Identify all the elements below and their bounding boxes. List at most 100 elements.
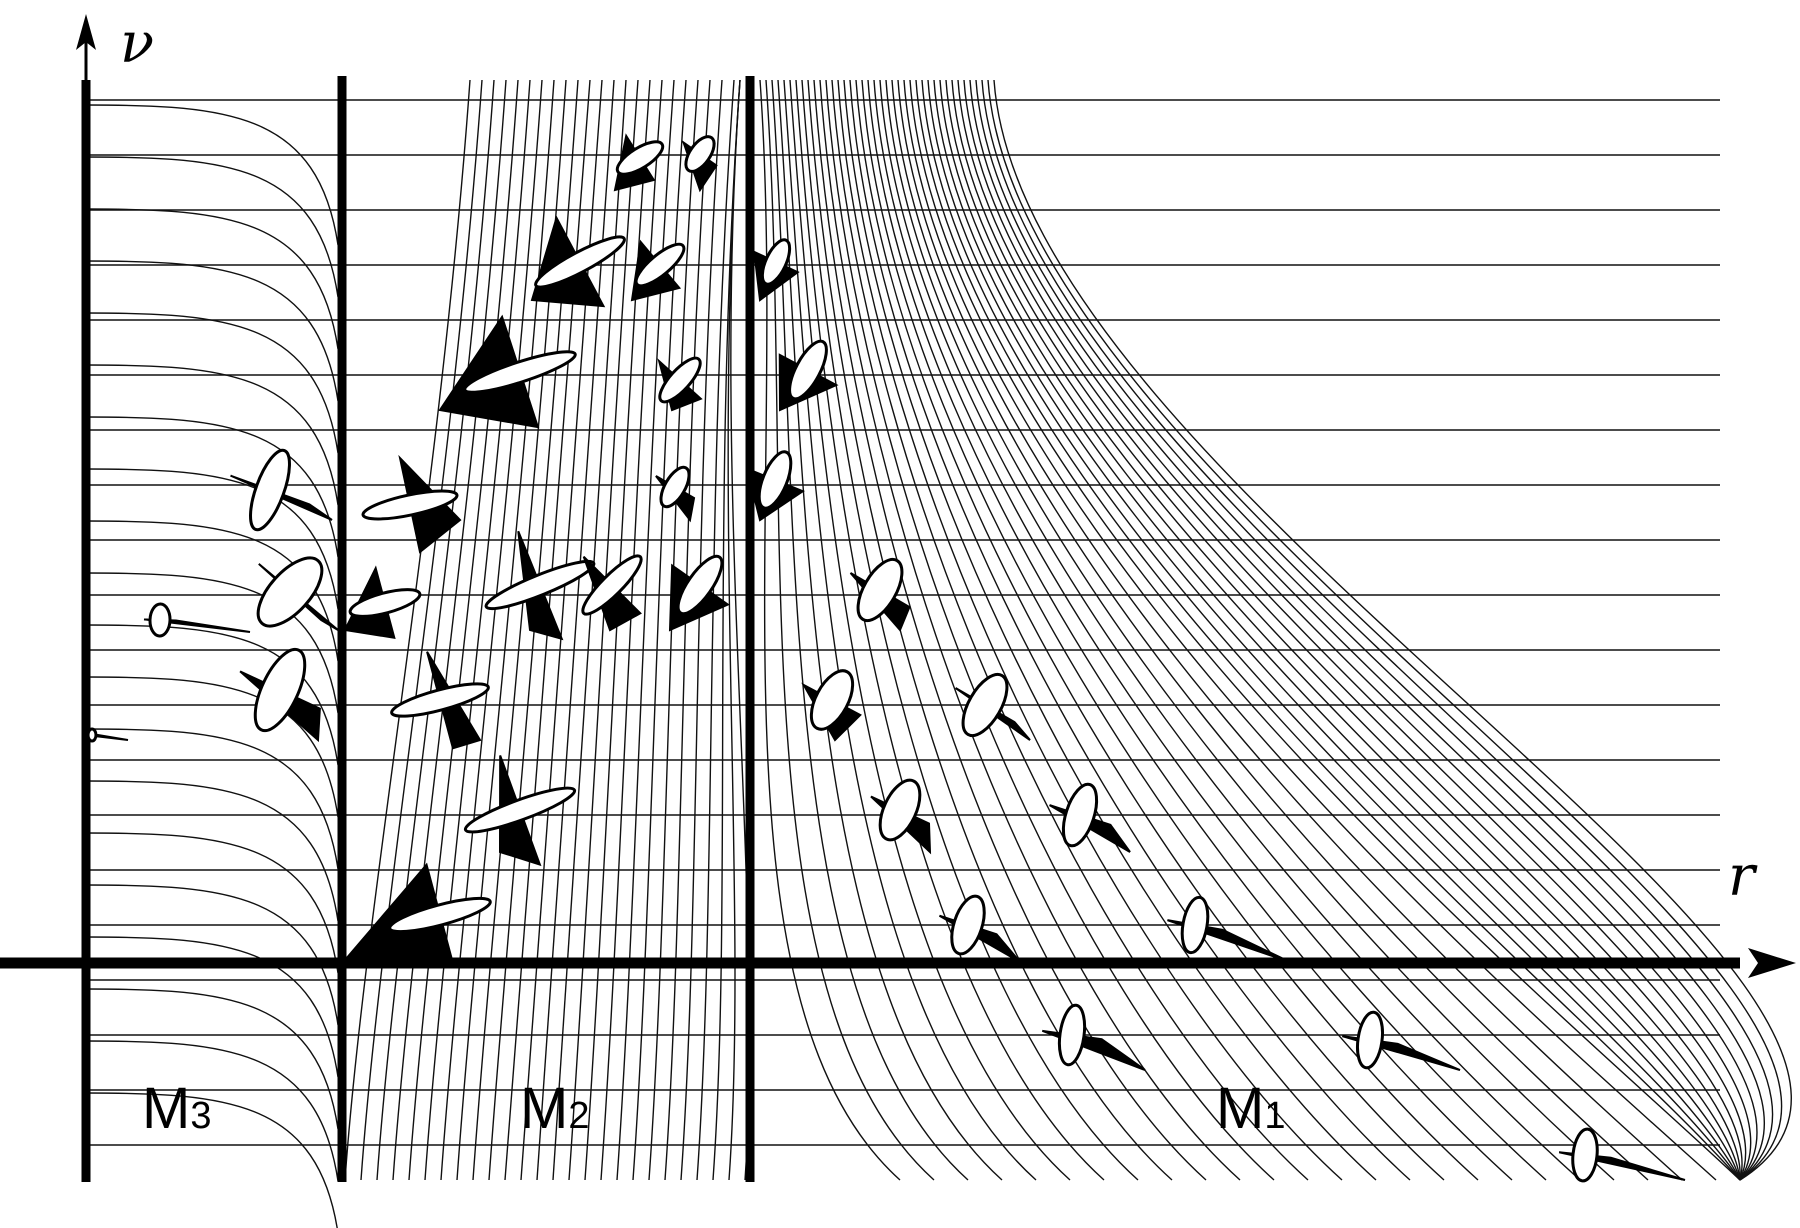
light-cone	[85, 727, 129, 743]
light-cone	[390, 651, 490, 750]
flow-curve-m1	[987, 79, 1783, 1181]
flow-curve-m1	[825, 79, 1275, 1181]
flow-curve-m1	[945, 79, 1741, 1181]
flow-curve-m2	[408, 79, 519, 1181]
light-cone	[361, 454, 462, 554]
flow-curve-m1	[957, 79, 1747, 1181]
flow-curve-m1	[903, 79, 1717, 1181]
flow-curve-m3	[85, 624, 339, 766]
light-cone	[1049, 782, 1131, 853]
flow-curve-m3	[85, 1092, 338, 1228]
cone-base	[878, 778, 922, 842]
cone-base	[484, 559, 596, 611]
flow-curve-m1	[849, 79, 1411, 1181]
cone-base	[961, 672, 1009, 738]
flow-curve-m1	[969, 79, 1758, 1181]
flow-curve-m1	[909, 79, 1741, 1181]
light-cone	[1041, 1003, 1146, 1071]
flow-curve-m1	[855, 79, 1445, 1181]
region-m3-letter: M	[142, 1076, 190, 1141]
flow-curve-m2	[727, 79, 741, 1181]
light-cone	[753, 238, 800, 302]
flow-curve-m3	[85, 208, 339, 350]
light-cone	[143, 602, 251, 638]
flow-curve-m3	[85, 884, 339, 1026]
nu-axis-arrowhead	[76, 14, 96, 50]
light-cone	[630, 239, 686, 302]
flow-curve-m2	[424, 79, 531, 1181]
cone-base	[659, 465, 691, 509]
cone-base	[950, 894, 986, 956]
flow-curve-m1	[927, 79, 1741, 1181]
flow-curve-m1	[795, 79, 1105, 1181]
flow-curve-m2	[568, 79, 639, 1181]
cone-base	[676, 554, 724, 616]
flow-curve-m1	[813, 79, 1207, 1181]
nu-axis-label: ν	[120, 11, 154, 76]
r-axis-label: r	[1728, 844, 1758, 909]
flow-curve-m1	[993, 79, 1792, 1181]
light-cone	[778, 339, 839, 412]
flow-curves	[85, 79, 1792, 1228]
flow-curve-m3	[85, 780, 339, 922]
cone-base	[388, 896, 492, 934]
region-m1-subscript: 1	[1264, 1095, 1285, 1137]
light-cone	[230, 448, 333, 532]
flow-curve-m2	[696, 79, 735, 1181]
cone-base	[534, 235, 626, 289]
flow-curve-m2	[536, 79, 615, 1181]
cone-base	[86, 727, 98, 743]
light-cone	[581, 554, 643, 632]
flow-curve-m1	[891, 79, 1649, 1181]
region-m3-subscript: 3	[190, 1095, 211, 1137]
region-label-m3: M3	[142, 1076, 211, 1141]
cone-base	[348, 588, 422, 618]
flow-curve-m1	[837, 79, 1343, 1181]
flow-curve-m1	[897, 79, 1683, 1181]
flow-curve-m3	[85, 728, 339, 870]
cone-base	[390, 682, 490, 718]
light-cone	[1341, 1010, 1461, 1071]
light-cone	[954, 672, 1031, 741]
cone-base	[463, 350, 577, 394]
flow-curve-m1	[981, 79, 1773, 1181]
flow-curve-m3	[85, 676, 339, 818]
cone-base	[856, 557, 904, 623]
cone-base	[658, 356, 702, 404]
light-cone	[657, 356, 703, 412]
light-cone	[870, 778, 932, 855]
light-cone	[530, 215, 626, 308]
cone-base	[256, 556, 324, 628]
flow-curve-m2	[712, 79, 741, 1181]
flow-curve-m2	[376, 79, 495, 1181]
flow-curve-m2	[680, 79, 723, 1181]
cone-base	[361, 489, 459, 521]
flow-curve-m1	[771, 79, 969, 1181]
flow-curve-m3	[85, 364, 339, 506]
region-m1-letter: M	[1216, 1076, 1264, 1141]
light-cone	[438, 314, 577, 429]
flow-curve-m1	[861, 79, 1479, 1181]
flow-curve-m1	[915, 79, 1741, 1181]
flow-curve-m3	[85, 312, 339, 454]
light-cone	[938, 894, 1021, 963]
cone-base	[757, 450, 793, 510]
region-label-m2: M2	[520, 1076, 589, 1141]
flow-curve-m3	[85, 260, 339, 402]
cone-base	[253, 647, 307, 733]
cone-body	[1041, 1029, 1146, 1071]
light-cone	[484, 530, 596, 641]
cone-base	[1180, 895, 1210, 955]
region-m2-letter: M	[520, 1076, 568, 1141]
flow-curve-m2	[616, 79, 675, 1181]
flow-curve-m1	[951, 79, 1743, 1181]
cone-base	[463, 786, 577, 834]
flow-curve-m1	[807, 79, 1173, 1181]
flow-curve-m2	[440, 79, 543, 1181]
flow-curve-m2	[552, 79, 627, 1181]
cone-base	[1061, 782, 1099, 848]
cone-base	[809, 669, 855, 731]
light-cone	[801, 669, 862, 742]
light-cone	[342, 862, 492, 967]
